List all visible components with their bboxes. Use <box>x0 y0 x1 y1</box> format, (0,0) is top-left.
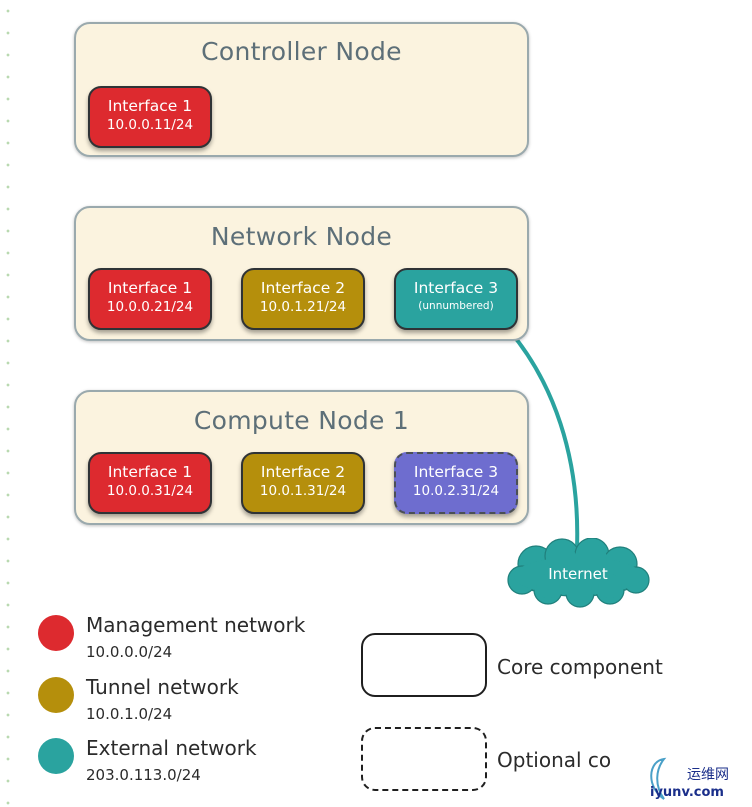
watermark: 运维网 iyunv.com <box>612 752 752 807</box>
legend-subnet-tunnel: 10.0.1.0/24 <box>86 705 173 723</box>
interface-ip: 10.0.0.11/24 <box>106 117 194 133</box>
interface-name: Interface 2 <box>260 279 346 297</box>
interface-name: Interface 1 <box>107 463 193 481</box>
network-interface-2: Interface 2 10.0.1.21/24 <box>241 268 365 330</box>
tunnel-network-swatch <box>38 677 74 713</box>
compute-node-1: Compute Node 1 Interface 1 10.0.0.31/24 … <box>74 390 529 525</box>
cloud-icon <box>507 538 650 608</box>
interface-name: Interface 3 <box>413 463 499 481</box>
legend-subnet-management: 10.0.0.0/24 <box>86 643 173 661</box>
management-network-swatch <box>38 615 74 651</box>
interface-ip: 10.0.0.31/24 <box>106 483 194 499</box>
core-component-label: Core component <box>497 655 663 679</box>
interface-ip: 10.0.0.21/24 <box>106 299 194 315</box>
compute-interface-1: Interface 1 10.0.0.31/24 <box>88 452 212 514</box>
internet-label: Internet <box>548 565 608 583</box>
internet-cloud: Internet <box>500 538 656 608</box>
compute-node-title: Compute Node 1 <box>193 406 410 435</box>
optional-component-label: Optional co <box>497 748 612 772</box>
decorative-dotted-edge <box>6 0 10 807</box>
network-node: Network Node Interface 1 10.0.0.21/24 In… <box>74 206 529 341</box>
legend-title-external: External network <box>86 736 257 760</box>
legend-subnet-external: 203.0.113.0/24 <box>86 766 201 784</box>
optional-component-box <box>361 727 487 791</box>
network-node-title: Network Node <box>210 222 393 251</box>
watermark-cn: 运维网 <box>687 767 729 783</box>
interface-ip: 10.0.1.21/24 <box>259 299 347 315</box>
controller-node-title: Controller Node <box>201 37 402 66</box>
core-component-box <box>361 633 487 697</box>
legend-title-management: Management network <box>86 613 306 637</box>
interface-ip: (unnumbered) <box>418 300 494 312</box>
compute-interface-2: Interface 2 10.0.1.31/24 <box>241 452 365 514</box>
legend-title-tunnel: Tunnel network <box>86 675 239 699</box>
compute-interface-3-optional: Interface 3 10.0.2.31/24 <box>394 452 518 514</box>
interface-ip: 10.0.1.31/24 <box>259 483 347 499</box>
network-interface-1: Interface 1 10.0.0.21/24 <box>88 268 212 330</box>
controller-interface-1: Interface 1 10.0.0.11/24 <box>88 86 212 148</box>
interface-name: Interface 2 <box>260 463 346 481</box>
external-network-swatch <box>38 738 74 774</box>
watermark-site: iyunv.com <box>650 785 724 800</box>
interface-name: Interface 1 <box>107 279 193 297</box>
interface-name: Interface 1 <box>107 97 193 115</box>
watermark-logo-icon <box>650 757 667 800</box>
interface-name: Interface 3 <box>413 279 499 297</box>
interface-ip: 10.0.2.31/24 <box>412 483 500 499</box>
network-interface-3: Interface 3 (unnumbered) <box>394 268 518 330</box>
controller-node: Controller Node Interface 1 10.0.0.11/24 <box>74 22 529 157</box>
